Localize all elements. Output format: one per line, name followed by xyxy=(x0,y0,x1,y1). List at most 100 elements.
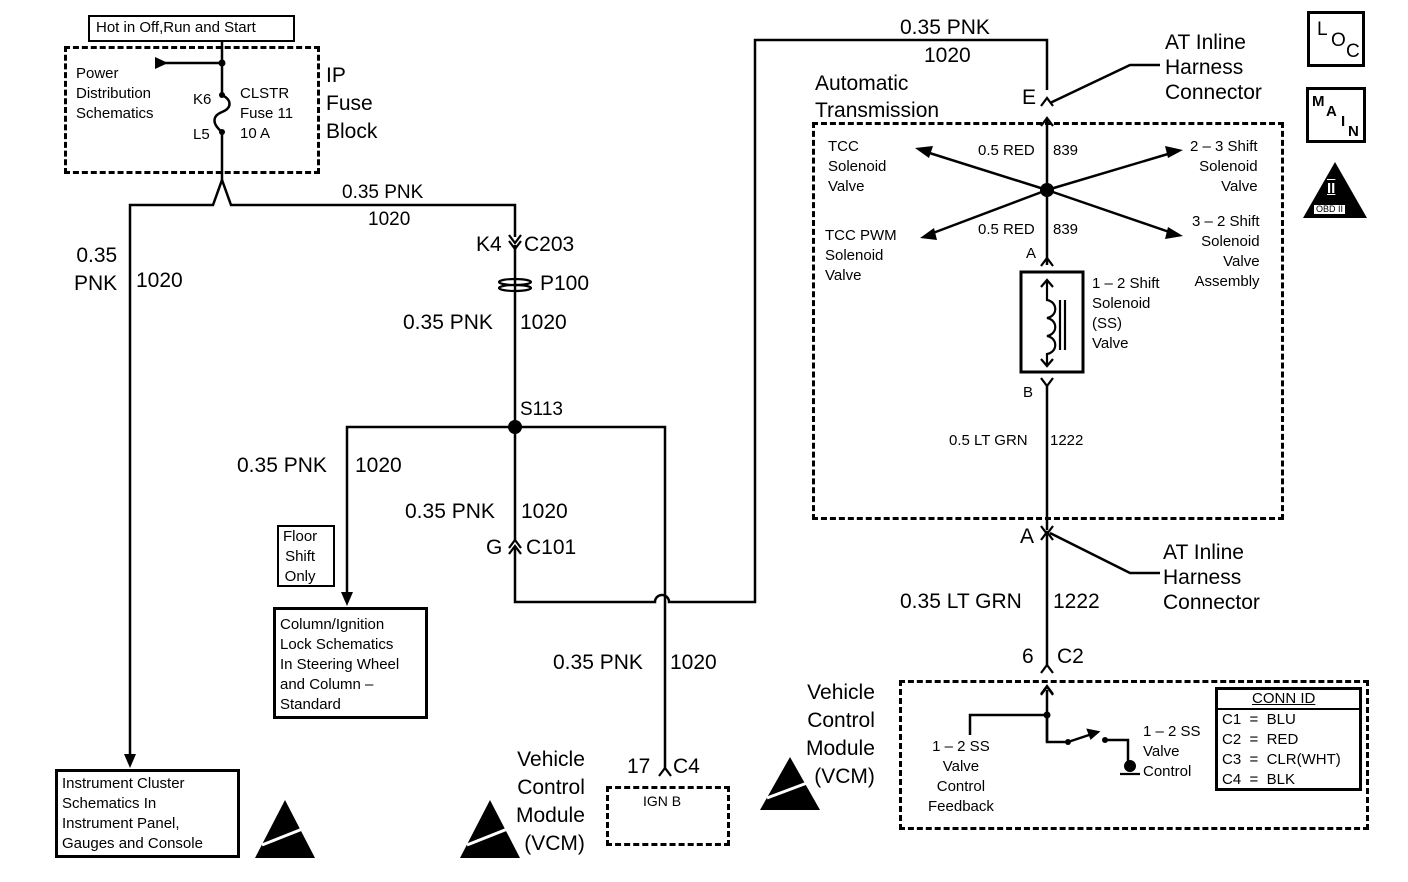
ip-fuse-block-label: IP Fuse Block xyxy=(326,64,378,143)
wire-tccpwm xyxy=(924,188,1048,238)
wire-32 xyxy=(1046,188,1179,237)
at-connector-a: A xyxy=(1020,525,1035,548)
wire-label-ltgrn-outer-gauge: 0.35 LT GRN xyxy=(900,590,1022,613)
wire-label-left-circuit: 1020 xyxy=(136,269,183,292)
column-lock-link[interactable]: Column/Ignition Lock Schematics In Steer… xyxy=(280,616,400,713)
fuse-pin-k6 xyxy=(219,92,225,98)
c4-pin: 17 xyxy=(627,755,651,778)
power-distribution-link[interactable]: Power Distribution Schematics xyxy=(76,65,154,122)
tcc-pwm-label: TCC PWM Solenoid Valve xyxy=(825,227,897,284)
solenoid-coil-icon xyxy=(1040,278,1057,368)
conn-id-row: C4 = BLK xyxy=(1222,771,1295,788)
wire-label-ltgrn-outer-circuit: 1222 xyxy=(1053,590,1100,613)
vcm-left-outline xyxy=(606,786,730,846)
instrument-cluster-box[interactable] xyxy=(55,769,240,858)
hot-in-box xyxy=(88,15,295,42)
c2-pin: 6 xyxy=(1022,645,1034,668)
arrow-instrument xyxy=(124,754,136,768)
leader-bottom xyxy=(1049,531,1160,575)
ss-control-label: 1 – 2 SS Valve Control xyxy=(1143,723,1201,780)
c101-pin: G xyxy=(486,536,503,559)
shift-12-label: 1 – 2 Shift Solenoid (SS) Valve xyxy=(1092,275,1160,352)
c101-name: C101 xyxy=(526,536,577,559)
splice-vcm xyxy=(1043,711,1051,719)
connector-c4-icon xyxy=(658,766,672,777)
leader-top xyxy=(1049,63,1160,105)
shift-23-label: 2 – 3 Shift Solenoid Valve xyxy=(1190,138,1258,195)
arrow-32 xyxy=(1165,227,1183,239)
shift-32-label: 3 – 2 Shift Solenoid Valve Assembly xyxy=(1192,213,1260,290)
wire-label-floor-circuit: 1020 xyxy=(355,454,402,477)
conn-id-row: C3 = CLR(WHT) xyxy=(1222,751,1341,768)
splice-trans xyxy=(1040,183,1054,197)
column-lock-box[interactable] xyxy=(273,607,428,719)
automatic-transmission-label: Automatic Transmission xyxy=(815,72,940,122)
wire-label-red-bottom-circuit: 839 xyxy=(1053,221,1079,238)
main-badge[interactable]: M A I N xyxy=(1306,87,1366,143)
ground-icon xyxy=(1124,760,1136,772)
obd-numeral: II xyxy=(1327,180,1336,197)
vcm-ign-b: IGN B xyxy=(643,793,682,809)
esd-hand-1 xyxy=(261,824,311,847)
vcm-right-label: Vehicle Control Module (VCM) xyxy=(806,681,875,788)
at-inline-top-label: AT Inline Harness Connector xyxy=(1165,31,1262,104)
fuse-pin-l5-label: L5 xyxy=(193,126,210,143)
esd-icon-1 xyxy=(255,800,315,858)
sol-b-icon xyxy=(1040,377,1054,388)
ip-fuse-block-outline xyxy=(64,46,320,174)
wire-label-p100-circuit: 1020 xyxy=(520,311,567,334)
floor-shift-box xyxy=(277,525,335,587)
at-connector-e: E xyxy=(1022,86,1037,109)
arrow-power-dist xyxy=(155,57,168,69)
at-inline-bottom-label: AT Inline Harness Connector xyxy=(1163,541,1260,614)
vcm-left-label: Vehicle Control Module (VCM) xyxy=(516,748,585,855)
switch-pin1 xyxy=(1065,739,1071,745)
wire-label-ltgrn-inner-gauge: 0.5 LT GRN xyxy=(949,432,1028,449)
wire-label-top-circuit: 1020 xyxy=(368,209,411,230)
wire-label-c101-circuit: 1020 xyxy=(521,500,568,523)
esd-icons xyxy=(255,757,820,858)
sol-a-icon xyxy=(1040,256,1054,267)
p100-grommet-icon-2 xyxy=(497,283,533,293)
transmission-outline xyxy=(812,122,1284,520)
wire-tcc xyxy=(919,148,1048,192)
conn-id-header: CONN ID xyxy=(1252,690,1316,707)
arrow-column xyxy=(341,592,353,606)
wire-switch xyxy=(1045,715,1068,744)
solenoid-box xyxy=(1019,270,1085,374)
loc-letter-c: C xyxy=(1346,41,1360,62)
instrument-cluster-link[interactable]: Instrument Cluster Schematics In Instrum… xyxy=(62,775,203,852)
main-letter-a: A xyxy=(1326,103,1337,120)
vcm-in-arrow xyxy=(1040,685,1054,696)
connector-c203-icon xyxy=(508,234,522,251)
ss-feedback-label: 1 – 2 SS Valve Control Feedback xyxy=(928,738,994,815)
fuse-pin-k6-label: K6 xyxy=(193,91,212,108)
conn-id-row: C2 = RED xyxy=(1222,731,1299,748)
sol-pin-b: B xyxy=(1023,384,1034,401)
loc-letter-l: L xyxy=(1317,19,1328,40)
c2-name: C2 xyxy=(1057,645,1084,668)
wire-label-red-top-gauge: 0.5 RED xyxy=(978,142,1035,159)
splice-fuse xyxy=(218,59,226,67)
wire-label-top-gauge: 0.35 PNK xyxy=(342,182,424,203)
switch-pin2 xyxy=(1102,737,1108,743)
tcc-solenoid-label: TCC Solenoid Valve xyxy=(828,138,887,195)
wire-label-floor-gauge: 0.35 PNK xyxy=(237,454,327,477)
conn-id-table xyxy=(1215,687,1362,791)
wire-s113-left xyxy=(345,425,515,598)
main-letter-i: I xyxy=(1341,113,1346,130)
switch-arrow xyxy=(1086,728,1101,740)
wire-label-vcm-circuit: 1020 xyxy=(670,651,717,674)
wire-label-trans-gauge: 0.35 PNK xyxy=(900,16,990,39)
conn-id-row: C1 = BLU xyxy=(1222,711,1296,728)
esd-icon-2 xyxy=(460,800,520,858)
loc-badge[interactable]: L O C xyxy=(1307,11,1365,67)
wire-feedback xyxy=(968,713,1047,735)
connector-c101-icon xyxy=(508,538,522,555)
floor-shift-label: Floor Shift Only xyxy=(283,528,318,585)
c4-name: C4 xyxy=(673,755,700,778)
esd-hand-3 xyxy=(766,778,816,800)
obd-ii-icon xyxy=(1303,162,1367,218)
connector-a-icon xyxy=(1040,525,1054,541)
